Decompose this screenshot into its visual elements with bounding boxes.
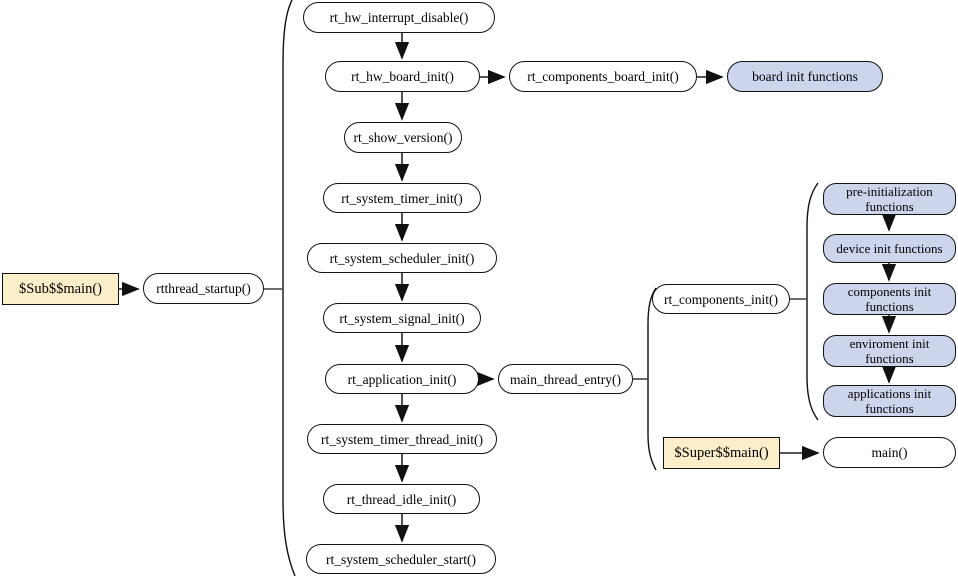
brace-main-thread-entry [647,287,657,471]
brace-rtthread-startup [282,0,296,576]
node-rt-system-signal-init: rt_system_signal_init() [323,303,481,333]
node-rt-components-board-init: rt_components_board_init() [509,61,697,92]
node-pre-initialization-functions: pre-initialization functions [823,183,956,215]
node-applications-init-functions: applications init functions [823,385,956,417]
node-components-init-functions: components init functions [823,283,956,315]
node-main: main() [823,437,956,468]
node-rt-application-init: rt_application_init() [325,364,479,394]
node-rtthread-startup: rtthread_startup() [143,273,264,304]
node-rt-thread-idle-init: rt_thread_idle_init() [323,484,480,514]
node-rt-system-timer-init: rt_system_timer_init() [323,183,481,213]
node-rt-system-timer-thread-init: rt_system_timer_thread_init() [307,424,497,454]
node-rt-system-scheduler-start: rt_system_scheduler_start() [306,544,496,574]
node-rt-hw-interrupt-disable: rt_hw_interrupt_disable() [303,2,495,33]
node-rt-hw-board-init: rt_hw_board_init() [325,61,480,92]
node-rt-system-scheduler-init: rt_system_scheduler_init() [307,243,497,273]
node-rt-components-init: rt_components_init() [652,284,790,314]
node-board-init-functions: board init functions [727,61,883,92]
node-device-init-functions: device init functions [823,234,956,263]
node-rt-show-version: rt_show_version() [344,122,462,153]
node-sub-main: $Sub$$main() [2,273,119,305]
node-main-thread-entry: main_thread_entry() [498,364,633,394]
node-environment-init-functions: enviroment init functions [823,335,956,367]
brace-rt-components-init [806,182,819,421]
node-super-main: $Super$$main() [663,437,780,469]
